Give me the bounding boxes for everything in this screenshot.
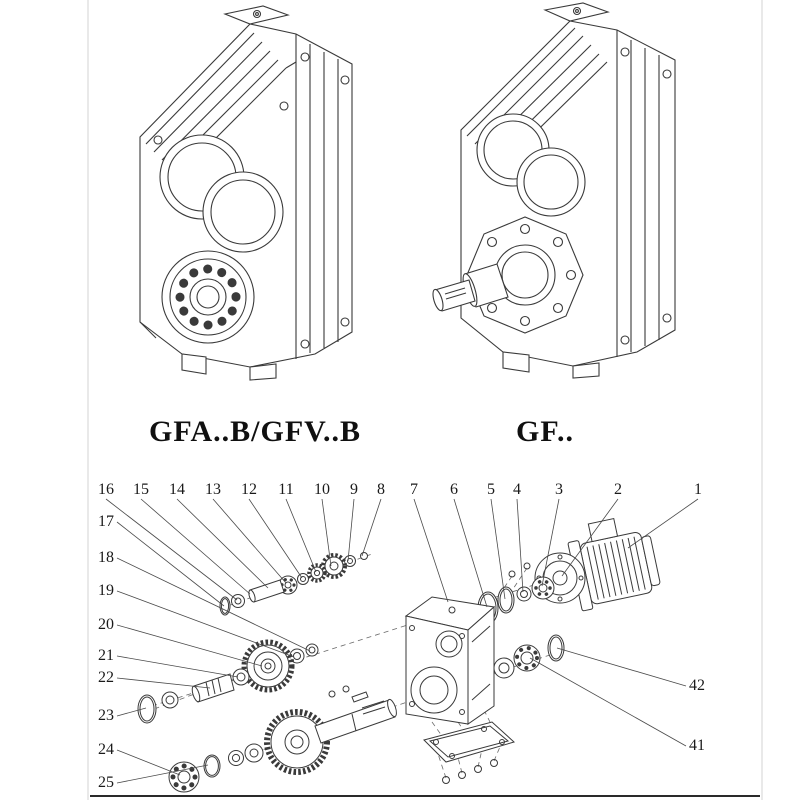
intermediate-gear-assembly bbox=[137, 639, 319, 724]
callout-7: 7 bbox=[410, 481, 418, 498]
callout-leader-lines bbox=[105, 498, 699, 784]
callout-42: 42 bbox=[689, 677, 705, 694]
callout-1: 1 bbox=[694, 481, 702, 498]
callout-21: 21 bbox=[98, 647, 114, 664]
output-side-rings bbox=[493, 634, 565, 679]
input-shaft-assembly bbox=[219, 552, 368, 616]
callout-6: 6 bbox=[450, 481, 458, 498]
callout-19: 19 bbox=[98, 582, 114, 599]
callout-20: 20 bbox=[98, 616, 114, 633]
motor-drawing bbox=[534, 517, 661, 612]
callout-9: 9 bbox=[350, 481, 358, 498]
callout-3: 3 bbox=[555, 481, 563, 498]
model-label-left: GFA..B/GFV..B bbox=[149, 415, 361, 448]
callout-10: 10 bbox=[314, 481, 330, 498]
callout-25: 25 bbox=[98, 774, 114, 791]
cover-plate-drawing bbox=[423, 721, 515, 784]
callout-15: 15 bbox=[133, 481, 149, 498]
callout-5: 5 bbox=[487, 481, 495, 498]
gear-housing-drawing bbox=[404, 596, 496, 725]
callout-4: 4 bbox=[513, 481, 521, 498]
callout-17: 17 bbox=[98, 513, 114, 530]
callout-16: 16 bbox=[98, 481, 114, 498]
callout-24: 24 bbox=[98, 741, 114, 758]
callout-8: 8 bbox=[377, 481, 385, 498]
callout-12: 12 bbox=[241, 481, 257, 498]
model-label-right: GF.. bbox=[516, 415, 574, 448]
callout-14: 14 bbox=[169, 481, 185, 498]
callout-2: 2 bbox=[614, 481, 622, 498]
output-shaft-assembly bbox=[168, 685, 397, 793]
exploded-parts-diagram bbox=[105, 498, 699, 793]
callout-18: 18 bbox=[98, 549, 114, 566]
callout-23: 23 bbox=[98, 707, 114, 724]
gearbox-drawing-gfab bbox=[139, 5, 353, 381]
callout-13: 13 bbox=[205, 481, 221, 498]
input-side-rings bbox=[477, 562, 555, 625]
gearbox-drawing-gf bbox=[432, 2, 676, 379]
callout-11: 11 bbox=[278, 481, 294, 498]
page-edges bbox=[87, 0, 763, 800]
callout-22: 22 bbox=[98, 669, 114, 686]
callout-41: 41 bbox=[689, 737, 705, 754]
